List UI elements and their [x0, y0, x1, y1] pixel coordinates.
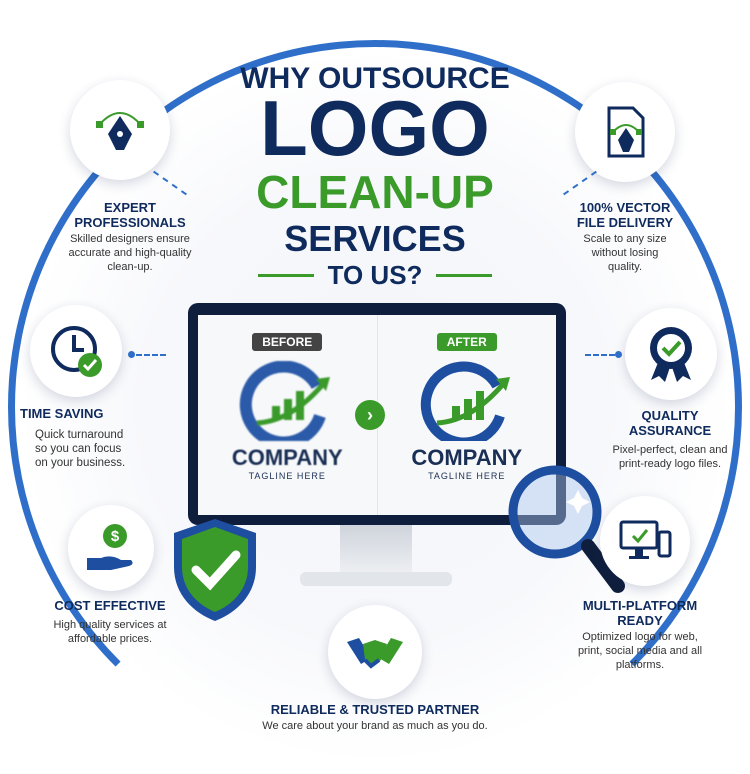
title-divider-right — [436, 274, 492, 277]
arrow-right-icon: › — [355, 400, 385, 430]
feature-icon-quality — [625, 308, 717, 400]
award-badge-icon — [650, 327, 692, 382]
before-tagline: TAGLINE HERE — [248, 471, 326, 481]
shield-check-icon — [174, 519, 256, 621]
feature-icon-time — [30, 305, 122, 397]
feature-icon-multi-platform — [600, 496, 690, 586]
feature-title-time: TIME SAVING — [20, 406, 104, 421]
feature-desc-time: Quick turnaround so you can focus on you… — [35, 429, 126, 469]
after-company-name: COMPANY — [411, 445, 523, 470]
feature-desc-vector: Scale to any size without losing quality… — [583, 233, 667, 273]
monitor-stand — [340, 525, 412, 575]
feature-icon-expert — [70, 80, 170, 180]
pen-tool-icon — [96, 112, 144, 150]
devices-icon — [619, 520, 672, 559]
clock-check-icon — [51, 326, 102, 377]
feature-desc-expert: Skilled designers ensure accurate and hi… — [68, 233, 192, 273]
feature-title-quality: QUALITY ASSURANCE — [628, 408, 712, 438]
feature-desc-reliable: We care about your brand as much as you … — [262, 720, 488, 732]
title-line-5: TO US? — [327, 260, 423, 290]
title-line-2: LOGO — [260, 84, 490, 172]
hand-dollar-icon: $ — [87, 524, 133, 570]
title-divider-left — [258, 274, 314, 277]
connector-dot — [615, 351, 622, 358]
feature-title-vector: 100% VECTOR FILE DELIVERY — [576, 200, 674, 230]
feature-title-multi-platform: MULTI-PLATFORM READY — [582, 598, 698, 628]
feature-desc-quality: Pixel-perfect, clean and print-ready log… — [612, 444, 728, 470]
feature-desc-cost: High quality services at affordable pric… — [53, 619, 167, 645]
after-tagline: TAGLINE HERE — [428, 471, 506, 481]
before-panel: BEFORE COMPANY TAGLINE HERE — [198, 315, 378, 515]
title-line-3: CLEAN-UP — [256, 166, 494, 218]
feature-icon-cost: $ — [68, 505, 154, 591]
title-line-4: SERVICES — [284, 218, 466, 259]
feature-title-expert: EXPERT PROFESSIONALS — [74, 200, 186, 230]
connector-line — [585, 354, 615, 356]
connector-line — [136, 354, 166, 356]
after-panel: AFTER COMPANY TAGLINE HERE — [378, 315, 557, 515]
feature-icon-vector — [575, 82, 675, 182]
feature-desc-multi-platform: Optimized logo for web, print, social me… — [577, 631, 703, 671]
after-badge: AFTER — [436, 333, 497, 351]
feature-title-cost: COST EFFECTIVE — [54, 598, 166, 613]
before-badge: BEFORE — [252, 333, 323, 351]
connector-dot — [128, 351, 135, 358]
title-line-1: WHY OUTSOURCE — [240, 62, 510, 95]
feature-title-reliable: RELIABLE & TRUSTED PARTNER — [270, 702, 480, 717]
feature-icon-reliable — [328, 605, 422, 699]
magnifier-icon — [508, 465, 625, 593]
monitor: BEFORE COMPANY TAGLINE HERE AFTER COMPAN… — [188, 303, 566, 525]
logo-before-icon — [240, 361, 331, 441]
vector-file-icon — [607, 106, 645, 158]
svg-text:$: $ — [111, 528, 120, 545]
monitor-base — [300, 572, 452, 586]
logo-after-icon — [420, 361, 510, 441]
before-company-name: COMPANY — [231, 445, 343, 470]
handshake-icon — [347, 638, 403, 669]
